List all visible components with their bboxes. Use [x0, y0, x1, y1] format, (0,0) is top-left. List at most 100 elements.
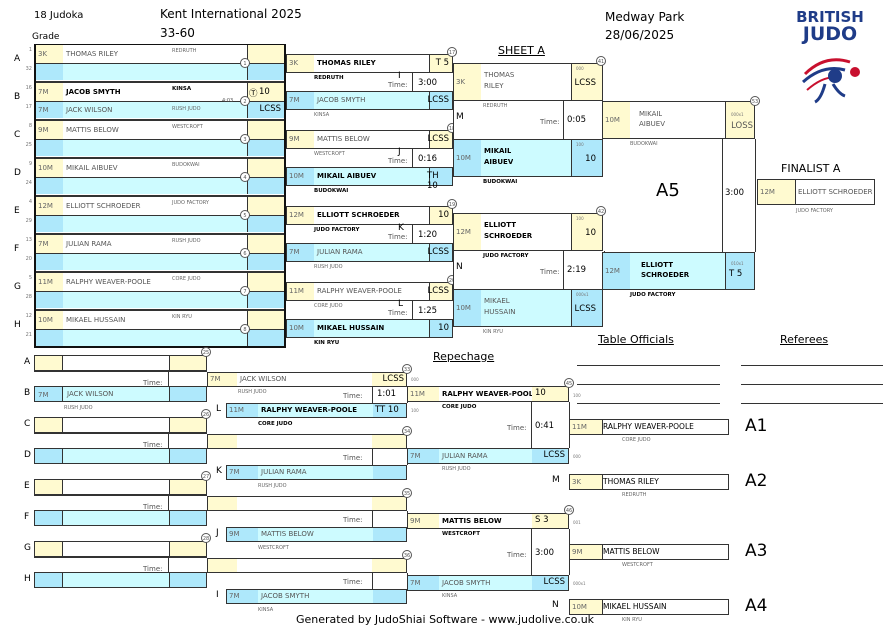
competitor-name[interactable] — [63, 449, 170, 463]
competitor-name[interactable]: MIKAIL AIBUEV — [314, 168, 430, 185]
competitor-name[interactable] — [237, 559, 375, 572]
competitor-name[interactable]: JACOB SMYTH — [63, 83, 172, 101]
repechage-slot[interactable] — [207, 434, 407, 449]
repechage-slot[interactable] — [34, 417, 207, 433]
repechage-slot[interactable] — [34, 572, 207, 588]
repechage-slot[interactable] — [34, 479, 207, 495]
competitor-name[interactable]: JACOB SMYTH — [258, 590, 376, 603]
competitor-name[interactable] — [63, 178, 172, 194]
competitor-name[interactable] — [237, 435, 375, 448]
competitor-name[interactable]: MIKAIL AIBUEV — [63, 159, 172, 177]
competitor-name[interactable] — [63, 292, 172, 308]
competitor-name[interactable] — [63, 573, 170, 587]
competitor-name[interactable]: ELLIOTT SCHROEDER — [314, 207, 430, 224]
repechage-slot[interactable] — [34, 386, 207, 402]
competitor-name[interactable]: MATTIS BELOW — [314, 131, 430, 148]
competitor-name[interactable]: MATTIS BELOW — [439, 514, 535, 528]
referee-line-1[interactable] — [741, 365, 883, 366]
competitor-name[interactable] — [63, 542, 170, 556]
competitor-name[interactable]: JACK WILSON — [237, 373, 375, 386]
pool-row-bottom[interactable] — [36, 64, 284, 80]
repechage-slot[interactable] — [34, 510, 207, 526]
competitor-name[interactable] — [63, 140, 172, 156]
competitor-name[interactable] — [63, 254, 172, 270]
competitor-name[interactable]: JACOB SMYTH — [439, 576, 535, 590]
pool-row-bottom[interactable] — [36, 330, 284, 346]
competitor-name[interactable]: RALPHY WEAVER-POOLE — [439, 387, 535, 401]
repechage-slot[interactable] — [207, 496, 407, 511]
competitor-name[interactable] — [63, 418, 170, 432]
competitor-name[interactable]: JACK WILSON — [63, 102, 172, 118]
competitor-name[interactable]: ELLIOTT SCHROEDER — [63, 197, 172, 215]
competitor-name[interactable] — [63, 387, 170, 401]
competitor-name[interactable]: JULIAN RAMA — [258, 466, 376, 479]
competitor-name[interactable] — [63, 64, 172, 80]
competitor-name[interactable] — [63, 216, 172, 232]
competitor-name[interactable] — [63, 330, 172, 346]
competitor-name[interactable]: MIKAEL HUSSAIN — [314, 320, 430, 337]
competitor-name[interactable]: RALPHY WEAVER-POOLE — [63, 273, 172, 291]
pool-row-bottom[interactable] — [36, 140, 284, 156]
competitor-name[interactable]: JACOB SMYTH — [314, 92, 430, 109]
competitor-name[interactable]: RALPHY WEAVER-POOLE — [314, 283, 430, 300]
competitor-name[interactable]: MATTIS BELOW — [63, 121, 172, 139]
pool-row-bottom[interactable] — [36, 216, 284, 232]
pool-row-bottom[interactable] — [36, 292, 284, 308]
competitor-name[interactable]: THOMAS RILEY — [63, 45, 172, 63]
official-line-1[interactable] — [577, 365, 720, 366]
competitor-name[interactable]: JULIAN RAMA — [63, 235, 172, 253]
competitor-name[interactable]: JULIAN RAMA — [314, 244, 430, 261]
repechage-slot[interactable] — [34, 541, 207, 557]
pool-row-bottom[interactable] — [36, 254, 284, 270]
competitor-name[interactable]: JULIAN RAMA — [439, 449, 535, 463]
competitor-name[interactable]: MATTIS BELOW — [258, 528, 376, 541]
competitor-name[interactable] — [63, 480, 170, 494]
competitor-name[interactable] — [63, 356, 170, 370]
official-line-3[interactable] — [577, 403, 720, 404]
pool-row-bottom[interactable] — [36, 178, 284, 194]
competitor-name[interactable] — [63, 511, 170, 525]
repechage-slot[interactable] — [34, 448, 207, 464]
repechage-slot[interactable] — [34, 355, 207, 371]
referee-line-3[interactable] — [741, 403, 883, 404]
competitor-name[interactable] — [237, 497, 375, 510]
competitor-name[interactable]: MIKAEL HUSSAIN — [63, 311, 172, 329]
